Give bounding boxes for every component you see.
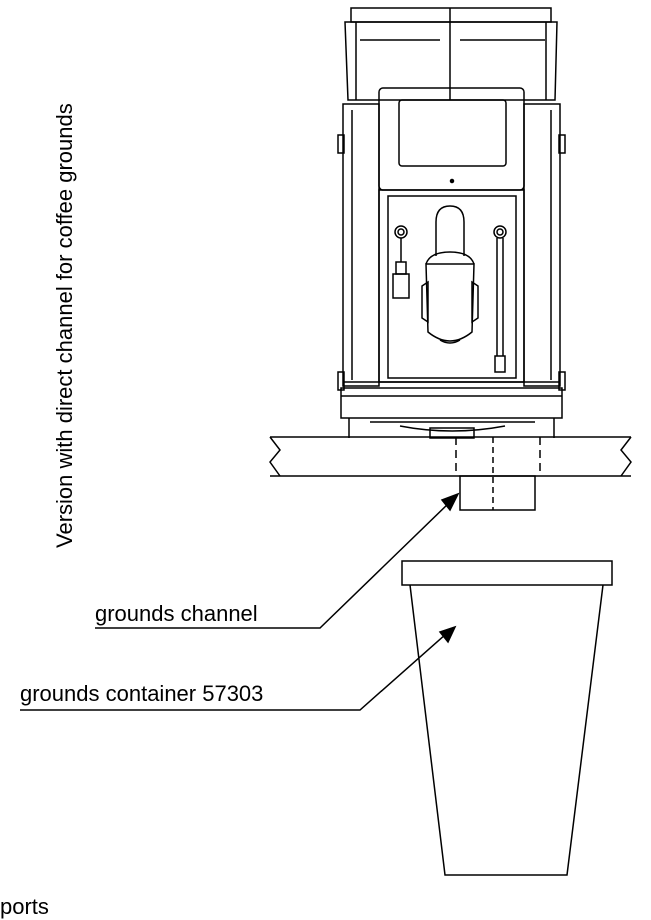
grounds-container-label: grounds container 57303 [20,681,264,706]
diagram-title: Version with direct channel for coffee g… [52,103,77,548]
leader-channel [95,492,460,629]
grounds-container-part [401,560,613,876]
leader-container [20,625,457,711]
grounds-channel-part [459,437,536,511]
drip-tray [340,381,563,439]
coffee-outlet [421,205,479,344]
machine-side-panels [337,103,566,391]
water-wand-right [493,225,507,373]
counter-top [269,436,632,477]
steam-wand-left [392,225,410,299]
clipped-bottom-text: ports [0,894,49,919]
grounds-channel-label: grounds channel [95,601,258,626]
bean-hoppers [344,7,558,101]
control-panel [378,87,525,191]
